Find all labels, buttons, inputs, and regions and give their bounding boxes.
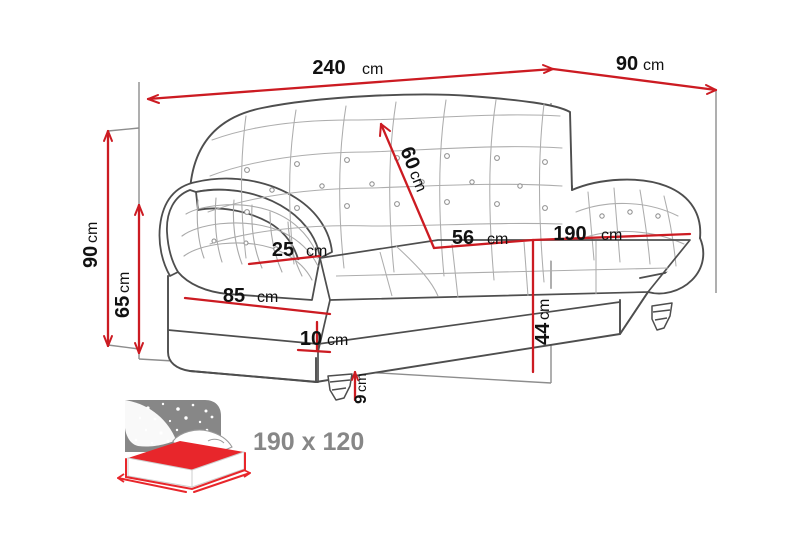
label-65-unit: cm (116, 272, 133, 293)
dimline-85 (183, 296, 332, 316)
label-base-front: 10 cm (300, 328, 348, 350)
label-90height-value: 90 (80, 246, 102, 268)
sofa-bed-sleeping-area-icon (117, 400, 251, 493)
label-65-value: 65 (112, 296, 134, 318)
label-240-unit: cm (362, 61, 383, 78)
label-190-unit: cm (601, 227, 622, 244)
label-10-unit: cm (327, 332, 348, 349)
label-60-unit: cm (406, 168, 430, 194)
label-10-value: 10 (300, 328, 322, 350)
label-backrest-height: 65 cm (112, 272, 134, 318)
label-25-value: 25 (272, 239, 294, 261)
label-44-unit: cm (536, 299, 553, 320)
sofa-leg-right (651, 302, 673, 331)
label-overall-depth: 90 cm (616, 53, 664, 75)
bed-dimension-arrows (117, 469, 251, 483)
dimline-25 (247, 254, 322, 266)
dimline-240 (146, 67, 555, 101)
label-90depth-unit: cm (643, 57, 664, 74)
right-armrest-tufting-detail (575, 187, 685, 267)
label-85-unit: cm (257, 289, 278, 306)
backrest-tufting-detail (207, 99, 563, 283)
mattress-top (128, 441, 244, 470)
label-56-value: 56 (452, 227, 474, 249)
label-240-value: 240 (312, 57, 345, 79)
label-90depth-value: 90 (616, 53, 638, 75)
label-armrest-width: 25 cm (272, 239, 327, 261)
sofa-outline (167, 93, 705, 383)
label-25-unit: cm (306, 243, 327, 260)
bed-base-outline (117, 452, 251, 493)
label-armrest-length: 85 cm (223, 285, 278, 307)
dimline-10-tick (296, 348, 332, 354)
sleeping-area-label: 190 x 120 (253, 428, 364, 456)
label-190-value: 190 (553, 223, 586, 245)
dimline-90-depth (551, 67, 718, 92)
label-90height-unit: cm (84, 222, 101, 243)
label-85-value: 85 (223, 285, 245, 307)
armrest-tufting-detail (181, 197, 319, 281)
dimension-lines (103, 64, 718, 402)
label-56-unit: cm (487, 231, 508, 248)
label-seat-depth: 56 cm (452, 227, 508, 249)
label-seat-height: 44 cm (532, 299, 554, 345)
moon-sweep (125, 400, 176, 447)
left-armrest (158, 177, 333, 301)
seat-cushion-seams (335, 241, 669, 299)
dimline-56 (432, 238, 535, 250)
dimline-190 (531, 232, 692, 242)
sofa-leg-left (327, 373, 353, 401)
label-leg-height: 9 cm (351, 373, 370, 404)
label-overall-height: 90 cm (80, 222, 102, 268)
label-overall-width: 240 cm (312, 57, 383, 79)
label-9-unit: cm (353, 373, 369, 392)
label-9-value: 9 (351, 395, 370, 404)
label-seat-width: 190 cm (553, 223, 622, 245)
dimline-60 (379, 122, 436, 250)
label-44-value: 44 (532, 322, 554, 345)
